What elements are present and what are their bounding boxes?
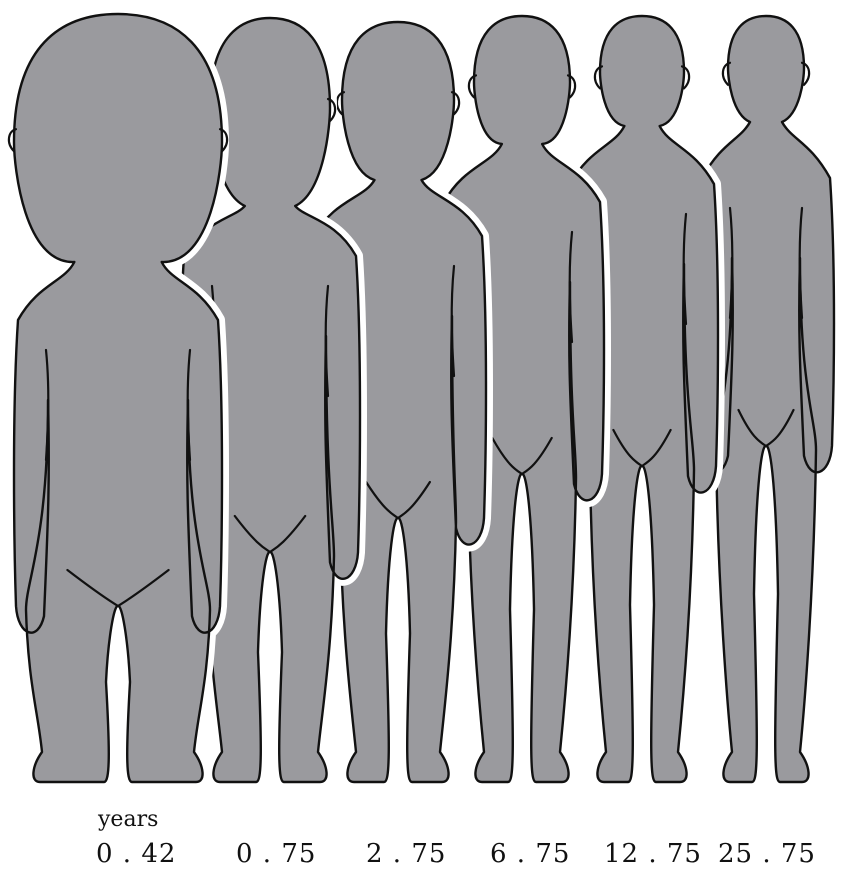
figures-layer: [9, 14, 834, 782]
age-labels: 0 . 42 0 . 75 2 . 75 6 . 75 12 . 75 25 . 75: [96, 839, 816, 869]
age-label: 12 . 75: [604, 839, 702, 869]
age-label: 0 . 42: [96, 839, 176, 869]
age-label: 6 . 75: [490, 839, 570, 869]
age-label: 2 . 75: [366, 839, 446, 869]
unit-label: years: [97, 807, 158, 832]
figure-silhouette: [9, 14, 227, 782]
age-label: 25 . 75: [718, 839, 816, 869]
age-label: 0 . 75: [236, 839, 316, 869]
silhouette-body: [14, 14, 222, 782]
